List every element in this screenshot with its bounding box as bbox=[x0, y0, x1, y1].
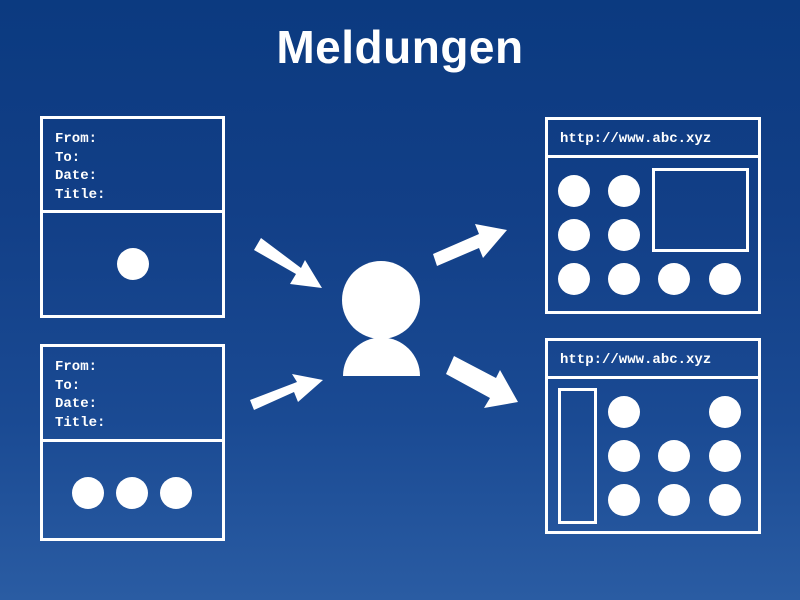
content-dot-icon bbox=[608, 175, 640, 207]
field-title: Title: bbox=[55, 186, 106, 203]
content-dot-icon bbox=[160, 477, 192, 509]
content-dot-icon bbox=[709, 484, 741, 516]
message-header-fields: From: To: Date: Title: bbox=[55, 358, 105, 432]
url-bar-divider bbox=[548, 155, 758, 158]
message-card-2: From: To: Date: Title: bbox=[40, 344, 225, 541]
message-card-1: From: To: Date: Title: bbox=[40, 116, 225, 318]
field-from: From: bbox=[55, 359, 98, 375]
field-date: Date: bbox=[55, 168, 98, 184]
content-dot-icon bbox=[558, 263, 590, 295]
content-dot-icon bbox=[658, 263, 690, 295]
header-divider bbox=[43, 210, 222, 213]
webpage-card-1: http://www.abc.xyz bbox=[545, 117, 761, 314]
arrow-right-up-icon bbox=[250, 374, 323, 410]
field-date: Date: bbox=[55, 396, 98, 412]
person-icon bbox=[342, 261, 420, 376]
content-box bbox=[652, 168, 749, 252]
arrow-right-down-icon bbox=[446, 356, 518, 408]
content-dot-icon bbox=[608, 484, 640, 516]
content-dot-icon bbox=[658, 440, 690, 472]
content-dot-icon bbox=[709, 396, 741, 428]
webpage-card-2: http://www.abc.xyz bbox=[545, 338, 761, 534]
content-dot-icon bbox=[558, 175, 590, 207]
arrow-right-up-icon bbox=[433, 224, 507, 266]
content-dot-icon bbox=[658, 484, 690, 516]
content-dot-icon bbox=[608, 440, 640, 472]
content-dot-icon bbox=[709, 440, 741, 472]
page-title: Meldungen bbox=[276, 21, 524, 73]
sidebar-box bbox=[558, 388, 597, 524]
content-dot-icon bbox=[709, 263, 741, 295]
header-divider bbox=[43, 439, 222, 442]
field-from: From: bbox=[55, 131, 98, 147]
field-title: Title: bbox=[55, 414, 106, 431]
content-dot-icon bbox=[608, 263, 640, 295]
url-text: http://www.abc.xyz bbox=[560, 352, 712, 368]
content-dot-icon bbox=[558, 219, 590, 251]
content-dot-icon bbox=[608, 396, 640, 428]
content-dot-icon bbox=[72, 477, 104, 509]
url-text: http://www.abc.xyz bbox=[560, 131, 712, 147]
field-to: To: bbox=[55, 377, 81, 394]
message-header-fields: From: To: Date: Title: bbox=[55, 130, 105, 204]
arrow-right-down-icon bbox=[254, 238, 322, 288]
content-dot-icon bbox=[116, 477, 148, 509]
field-to: To: bbox=[55, 149, 81, 166]
url-bar-divider bbox=[548, 376, 758, 379]
content-dot-icon bbox=[608, 219, 640, 251]
content-dot-icon bbox=[117, 248, 149, 280]
